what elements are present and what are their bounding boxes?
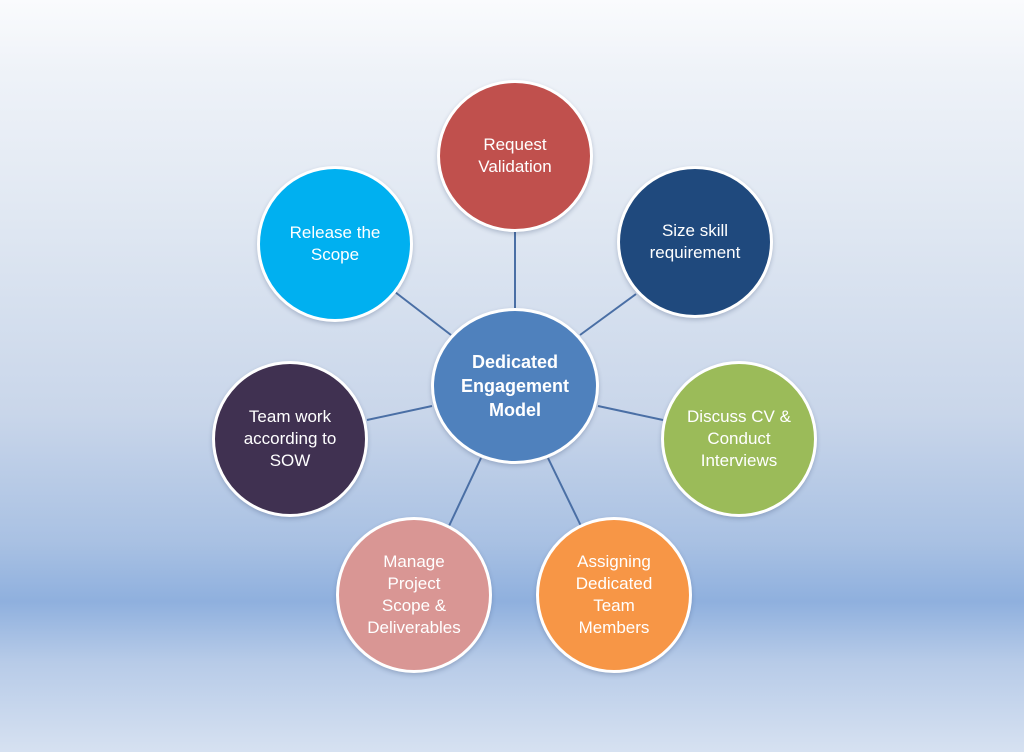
connector-line [597,405,664,421]
node-release-the-scope: Release the Scope [257,166,413,322]
connector-line [366,405,433,421]
center-node: Dedicated Engagement Model [431,308,599,464]
node-team-work-sow: Team work according to SOW [212,361,368,517]
connector-line [547,457,582,527]
node-label: Assigning Dedicated Team Members [575,552,653,637]
node-label: Team work according to SOW [243,407,337,470]
node-label: Manage Project Scope & Deliverables [367,552,461,637]
node-label: Request Validation [478,135,552,176]
node-label: Release the Scope [289,223,381,264]
node-size-skill-requirement: Size skill requirement [617,166,773,318]
node-assigning-team-members: Assigning Dedicated Team Members [536,517,692,673]
node-discuss-cv: Discuss CV & Conduct Interviews [661,361,817,517]
node-request-validation: Request Validation [437,80,593,232]
center-node-label: Dedicated Engagement Model [460,352,570,420]
node-label: Size skill requirement [649,221,741,262]
connector-line [579,293,637,336]
connector-line [448,457,482,527]
node-label: Discuss CV & Conduct Interviews [687,407,791,470]
node-manage-project-scope: Manage Project Scope & Deliverables [336,517,492,673]
connector-line [394,291,452,336]
